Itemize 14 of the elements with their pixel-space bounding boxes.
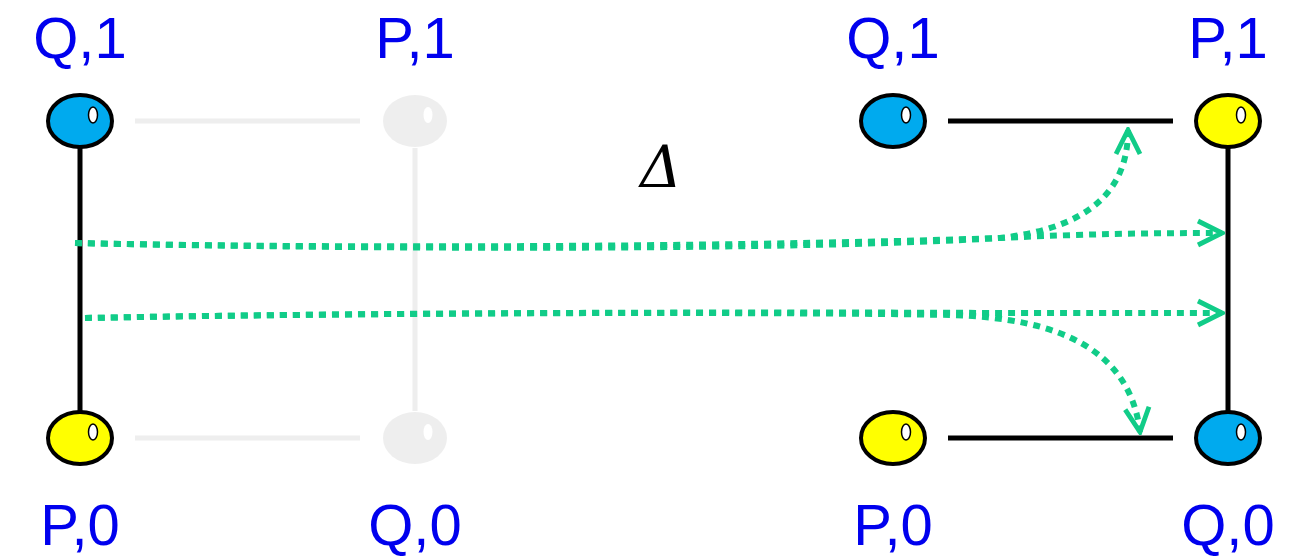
node-label: Q,1	[845, 6, 941, 70]
node-label: Q,0	[367, 493, 463, 557]
connector-line	[948, 435, 1173, 441]
delta-symbol: Δ	[640, 135, 682, 199]
connector-line	[412, 148, 418, 411]
node-label: P,1	[374, 6, 456, 70]
connector-line	[1225, 148, 1231, 411]
node-label: Q,0	[1180, 493, 1276, 557]
node-label: P,0	[39, 493, 121, 557]
node-label: P,1	[1187, 6, 1269, 70]
connector-line	[77, 148, 83, 411]
connector-line	[948, 118, 1173, 124]
node-label: Q,1	[32, 6, 128, 70]
node-label: P,0	[852, 493, 934, 557]
